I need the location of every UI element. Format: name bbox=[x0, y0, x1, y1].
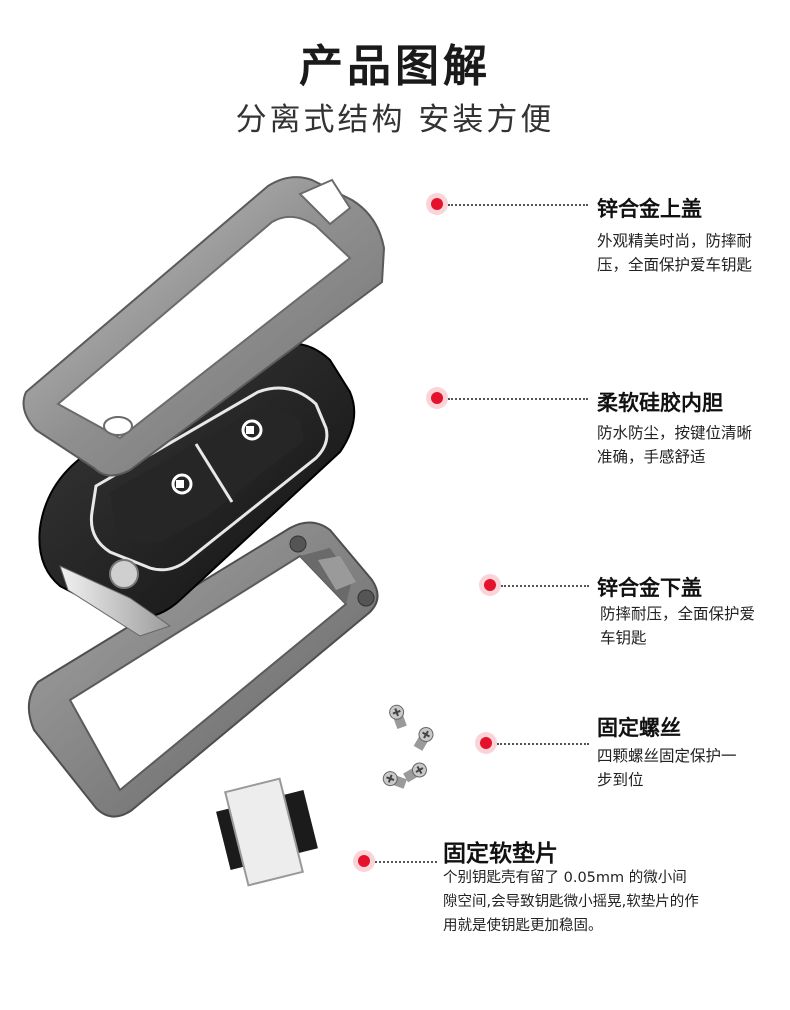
feature-desc: 外观精美时尚，防摔耐压，全面保护爱车钥匙 bbox=[597, 232, 753, 274]
page-title: 产品图解 bbox=[299, 41, 491, 92]
callout-dot bbox=[431, 198, 443, 210]
feature-desc: 四颗螺丝固定保护一步到位 bbox=[597, 747, 737, 789]
feature-desc: 防摔耐压，全面保护爱车钥匙 bbox=[600, 605, 756, 647]
feature-title: 柔软硅胶内胆 bbox=[597, 391, 723, 415]
feature-title: 固定软垫片 bbox=[443, 841, 558, 867]
screws-shape bbox=[382, 704, 434, 789]
callout-dot bbox=[431, 392, 443, 404]
feature-title: 锌合金下盖 bbox=[597, 576, 702, 600]
callout-leader bbox=[497, 743, 589, 745]
callout-dot bbox=[358, 855, 370, 867]
feature-desc: 防水防尘，按键位清晰准确，手感舒适 bbox=[597, 424, 753, 466]
callout-dot bbox=[484, 579, 496, 591]
soft-pad-shape bbox=[216, 777, 318, 887]
callout-leader bbox=[501, 585, 589, 587]
feature-title: 锌合金上盖 bbox=[597, 197, 702, 221]
page-subtitle: 分离式结构 安装方便 bbox=[235, 102, 555, 138]
silicone-key-shape bbox=[38, 342, 356, 637]
lower-cover-shape bbox=[27, 521, 379, 818]
feature-title: 固定螺丝 bbox=[597, 716, 681, 740]
callout-leader bbox=[448, 204, 588, 206]
upper-cover-shape bbox=[22, 176, 386, 477]
callout-leader bbox=[375, 861, 437, 863]
feature-desc: 个别钥匙壳有留了 0.05mm 的微小间隙空间,会导致钥匙微小摇晃,软垫片的作用… bbox=[443, 870, 699, 934]
callout-dot bbox=[480, 737, 492, 749]
callout-leader bbox=[448, 398, 588, 400]
